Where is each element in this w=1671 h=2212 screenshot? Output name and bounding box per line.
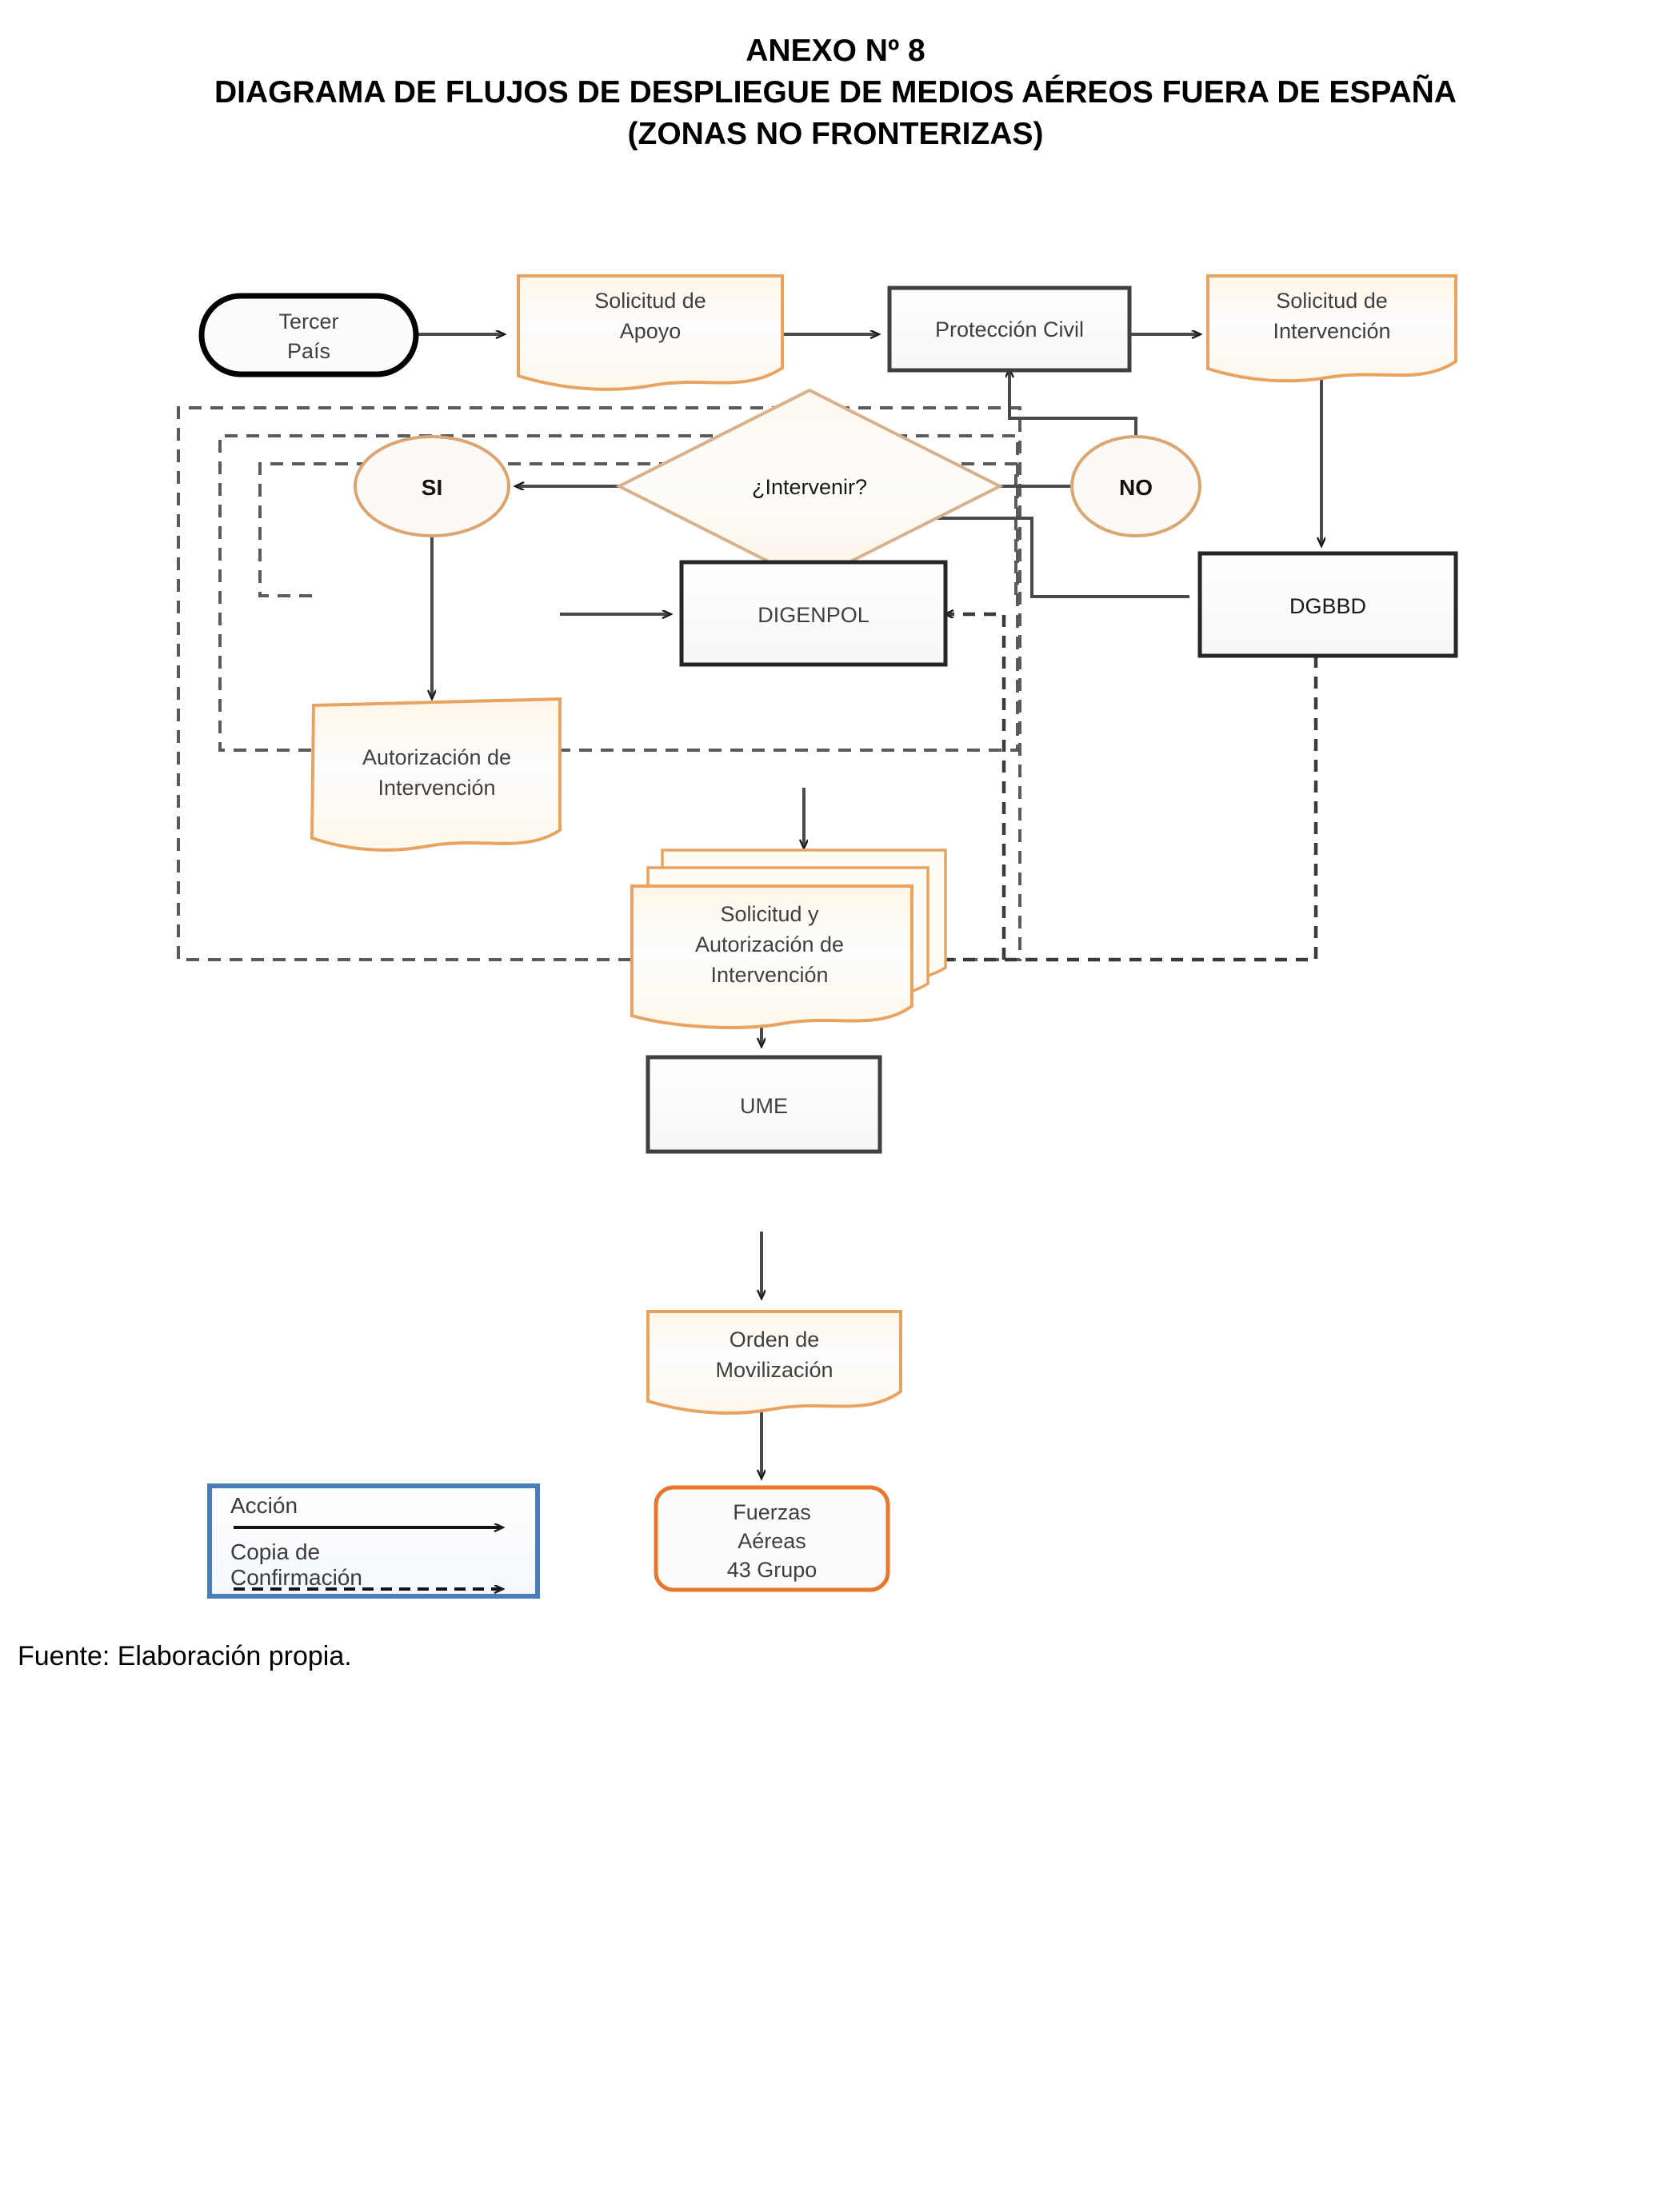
solicitud-intervencion-line1: Solicitud de [1276,289,1388,313]
node-orden-movilizacion[interactable]: Orden de Movilización [646,1310,902,1415]
solicitud-y-autorizacion-line3: Intervención [710,963,828,987]
node-proteccion-civil[interactable]: Protección Civil [887,285,1132,373]
intervenir-label: ¿Intervenir? [752,475,867,499]
node-solicitud-y-autorizacion[interactable]: Solicitud y Autorización de Intervención [630,848,947,1029]
node-no[interactable]: NO [1070,435,1201,537]
dashed-edge-solicitud-to-proteccion [218,434,1019,752]
title-line-main: DIAGRAMA DE FLUJOS DE DESPLIEGUE DE MEDI… [214,75,1457,110]
node-intervenir-decision[interactable]: ¿Intervenir? [615,388,1004,585]
no-label: NO [1119,475,1153,500]
proteccion-civil-label: Protección Civil [935,317,1084,341]
solicitud-apoyo-line2: Apoyo [620,319,682,343]
legend-copy-label-line2: Confirmación [230,1565,362,1590]
dashed-edge-dgbbd-to-digenpol [945,614,1006,960]
orden-line1: Orden de [730,1328,820,1352]
dashed-edge-orden-to-proteccion [177,406,1021,961]
solicitud-y-autorizacion-line1: Solicitud y [720,902,819,926]
dgbbd-label: DGBBD [1289,594,1366,618]
legend-box: Acción Copia de Confirmación [207,1483,540,1599]
node-digenpol[interactable]: DIGENPOL [679,560,948,667]
edge-dgbbd-intervenir [909,518,1189,598]
fuerzas-line2: Aéreas [738,1529,806,1553]
node-ume[interactable]: UME [646,1055,882,1154]
flowchart-diagram: Tercer País Solicitud de Apoyo Protecció… [0,136,1671,1655]
node-tercer-pais[interactable]: Tercer País [198,293,419,377]
fuerzas-line1: Fuerzas [733,1500,811,1524]
node-solicitud-apoyo[interactable]: Solicitud de Apoyo [517,274,784,391]
dashed-edge-orden-to-dgbbd [901,616,1316,962]
page-title: ANEXO Nº 8 DIAGRAMA DE FLUJOS DE DESPLIE… [0,30,1671,155]
digenpol-label: DIGENPOL [758,603,869,627]
fuerzas-line3: 43 Grupo [727,1558,818,1582]
orden-line2: Movilización [715,1358,833,1382]
node-si[interactable]: SI [354,435,510,537]
node-dgbbd[interactable]: DGBBD [1197,551,1458,658]
dashed-feedback-loops [177,406,1021,961]
ume-label: UME [740,1094,788,1118]
solicitud-apoyo-line1: Solicitud de [594,289,706,313]
tercer-pais-line1: Tercer [278,309,338,333]
si-label: SI [422,475,442,500]
solicitud-y-autorizacion-line2: Autorización de [695,932,844,956]
legend-copy-label-line1: Copia de [230,1539,320,1564]
node-solicitud-intervencion[interactable]: Solicitud de Intervención [1206,274,1457,383]
solicitud-intervencion-line2: Intervención [1273,319,1390,343]
dashed-edge-autorizacion-to-proteccion [258,462,1017,597]
autorizacion-line2: Intervención [378,776,495,800]
legend-action-label: Acción [230,1493,298,1518]
autorizacion-line1: Autorización de [362,745,511,769]
source-note: Fuente: Elaboración propia. [18,1641,352,1671]
title-line-sub: (ZONAS NO FRONTERIZAS) [627,117,1044,151]
node-autorizacion-intervencion[interactable]: Autorización de Intervención [310,697,562,852]
solid-connectors [416,334,1321,1478]
tercer-pais-line2: País [287,339,330,363]
title-line-anexo: ANEXO Nº 8 [746,34,925,68]
node-fuerzas-aereas[interactable]: Fuerzas Aéreas 43 Grupo [654,1485,890,1592]
